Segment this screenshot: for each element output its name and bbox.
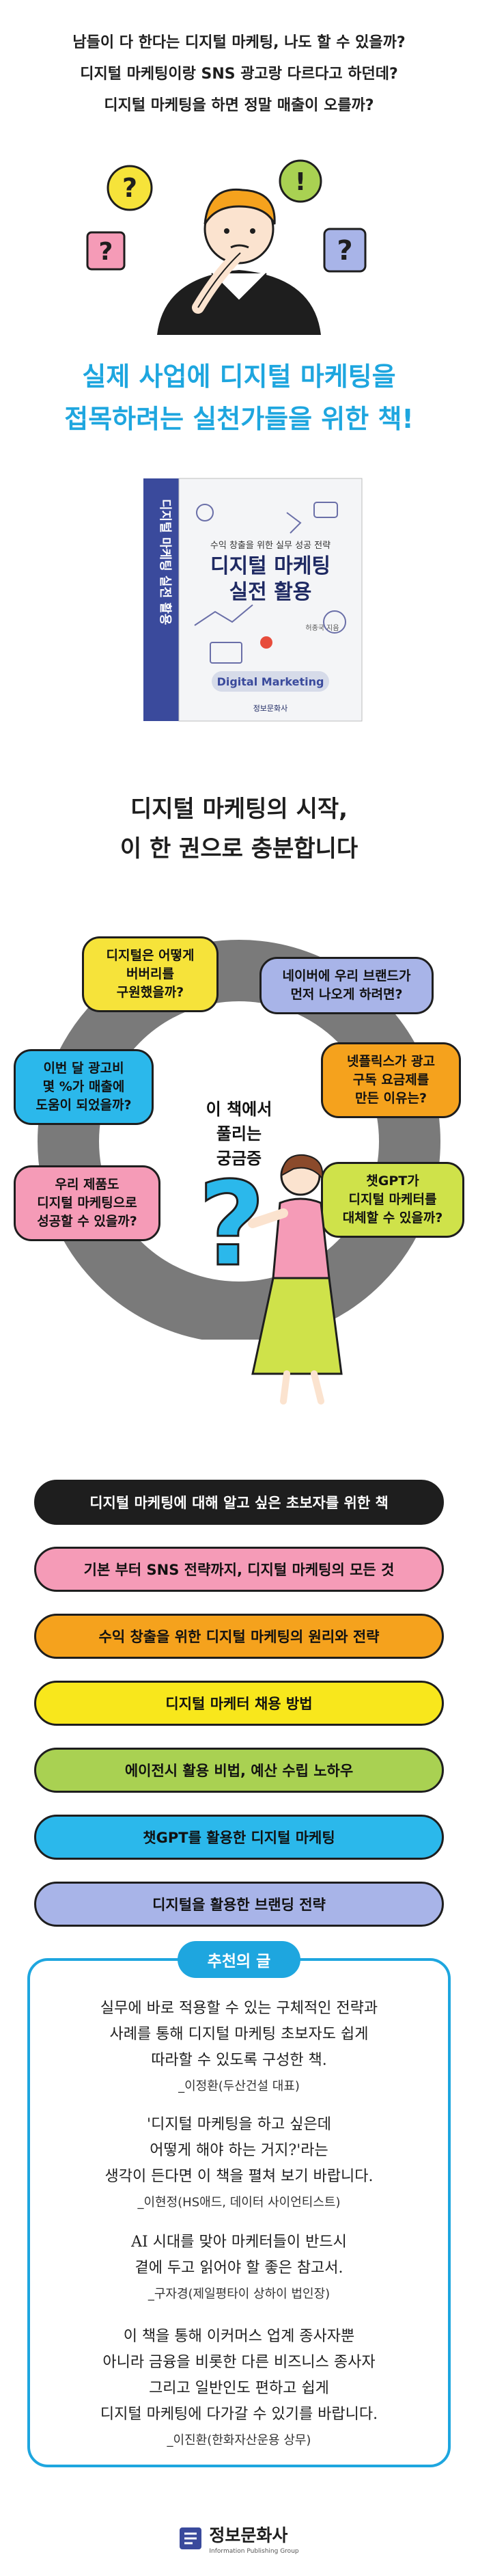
intro-questions: 남들이 다 한다는 디지털 마케팅, 나도 할 수 있을까? 디지털 마케팅이랑… — [0, 27, 478, 122]
feature-pill: 수익 창출을 위한 디지털 마케팅의 원리와 전략 — [34, 1614, 444, 1659]
start-statement: 디지털 마케팅의 시작, 이 한 권으로 충분합니다 — [0, 789, 478, 869]
quote-author: _이현정(HS애드, 데이터 사이언티스트) — [137, 2195, 341, 2210]
svg-text:!: ! — [295, 168, 306, 196]
book-spine-text: 디지털 마케팅 실전 활용 — [158, 499, 172, 625]
start-line: 디지털 마케팅의 시작, — [130, 796, 348, 823]
recommendation-quote: '디지털 마케팅을 하고 싶은데 어떻게 해야 하는 거지?'라는 생각이 든다… — [27, 2112, 451, 2216]
feature-pill: 디지털 마케팅에 대해 알고 싶은 초보자를 위한 책 — [34, 1480, 444, 1525]
headline-line: 접목하려는 실천가들을 위한 책! — [64, 404, 414, 434]
exclamation-bubble-icon: ! — [279, 159, 322, 203]
question-bubble-our-product: 우리 제품도 디지털 마케팅으로 성공할 수 있을까? — [14, 1165, 160, 1241]
questions-center-label: 이 책에서 풀리는 궁금증 — [206, 1100, 272, 1168]
thinking-person-illustration: ? ! ? ? — [86, 159, 367, 335]
feature-pill: 디지털을 활용한 브랜딩 전략 — [34, 1882, 444, 1927]
svg-text:?: ? — [122, 173, 137, 203]
publisher-name: 정보문화사 — [209, 2525, 288, 2545]
book-publisher: 정보문화사 — [253, 704, 288, 713]
feature-pill: 에이전시 활용 비법, 예산 수립 노하우 — [34, 1748, 444, 1793]
question-bubble-naver: 네이버에 우리 브랜드가 먼저 나오게 하려면? — [259, 957, 434, 1014]
question-bubble-icon: ? — [107, 165, 153, 211]
headline-line: 실제 사업에 디지털 마케팅을 — [82, 362, 396, 392]
gray-ring-graphic — [0, 940, 478, 1435]
intro-line: 디지털 마케팅이랑 SNS 광고랑 다르다고 하던데? — [80, 66, 398, 83]
quote-author: _구자경(제일평타이 상하이 법인장) — [147, 2287, 331, 2301]
main-headline: 실제 사업에 디지털 마케팅을 접목하려는 실천가들을 위한 책! — [0, 355, 478, 440]
woman-with-question-mark-illustration: ? — [197, 1154, 343, 1405]
question-bubble-netflix: 넷플릭스가 광고 구독 요금제를 만든 이유는? — [321, 1042, 461, 1118]
book-title-line1: 디지털 마케팅 — [210, 554, 331, 578]
feature-pill: 디지털 마케터 채용 방법 — [34, 1681, 444, 1726]
publisher-logo: 정보문화사 Information Publishing Group — [0, 2522, 478, 2555]
recommendation-title: 추천의 글 — [178, 1941, 300, 1978]
book-author: 허종국 지음 — [305, 624, 339, 632]
quote-author: _이정환(두산건설 대표) — [178, 2079, 300, 2093]
feature-pill: 기본 부터 SNS 전략까지, 디지털 마케팅의 모든 것 — [34, 1547, 444, 1592]
quote-author: _이진환(한화자산운용 상무) — [167, 2433, 311, 2448]
book-spine — [143, 478, 179, 721]
marketing-doodles — [194, 502, 346, 664]
publisher-logo-icon — [180, 2527, 202, 2549]
feature-list: 디지털 마케팅에 대해 알고 싶은 초보자를 위한 책 기본 부터 SNS 전략… — [34, 1480, 444, 1949]
book-cover: 디지털 마케팅 실전 활용 수익 창출을 위한 실무 성공 전략 디지털 마케팅… — [143, 478, 363, 722]
svg-text:?: ? — [99, 238, 113, 266]
question-bubble-icon: ? — [323, 228, 367, 273]
recommendation-quote: 이 책을 통해 이커머스 업계 종사자뿐 아니라 금융을 비롯한 다른 비즈니스… — [27, 2324, 451, 2454]
intro-line: 남들이 다 한다는 디지털 마케팅, 나도 할 수 있을까? — [72, 34, 406, 51]
question-bubble-burberry: 디지털은 어떻게 버버리를 구원했을까? — [82, 936, 219, 1012]
feature-pill: 챗GPT를 활용한 디지털 마케팅 — [34, 1815, 444, 1860]
book-title-line2: 실전 활용 — [229, 580, 312, 604]
question-bubble-icon: ? — [86, 231, 126, 271]
recommendation-quote: AI 시대를 맞아 마케터들이 반드시 곁에 두고 읽어야 할 좋은 참고서. … — [27, 2229, 451, 2307]
question-bubble-chatgpt: 챗GPT가 디지털 마케터를 대체할 수 있을까? — [321, 1162, 464, 1238]
publisher-name-en: Information Publishing Group — [209, 2548, 299, 2555]
question-bubble-ad-budget: 이번 달 광고비 몇 %가 매출에 도움이 되었을까? — [14, 1049, 154, 1125]
book-subtitle: 수익 창출을 위한 실무 성공 전략 — [210, 541, 331, 551]
start-line: 이 한 권으로 충분합니다 — [120, 835, 358, 863]
intro-line: 디지털 마케팅을 하면 정말 매출이 오를까? — [104, 97, 374, 114]
questions-section: 디지털은 어떻게 버버리를 구원했을까? 네이버에 우리 브랜드가 먼저 나오게… — [0, 916, 478, 1435]
svg-text:?: ? — [337, 235, 352, 267]
recommendation-quote: 실무에 바로 적용할 수 있는 구체적인 전략과 사례를 통해 디지털 마케팅 … — [27, 1996, 451, 2100]
book-badge: Digital Marketing — [217, 675, 324, 688]
